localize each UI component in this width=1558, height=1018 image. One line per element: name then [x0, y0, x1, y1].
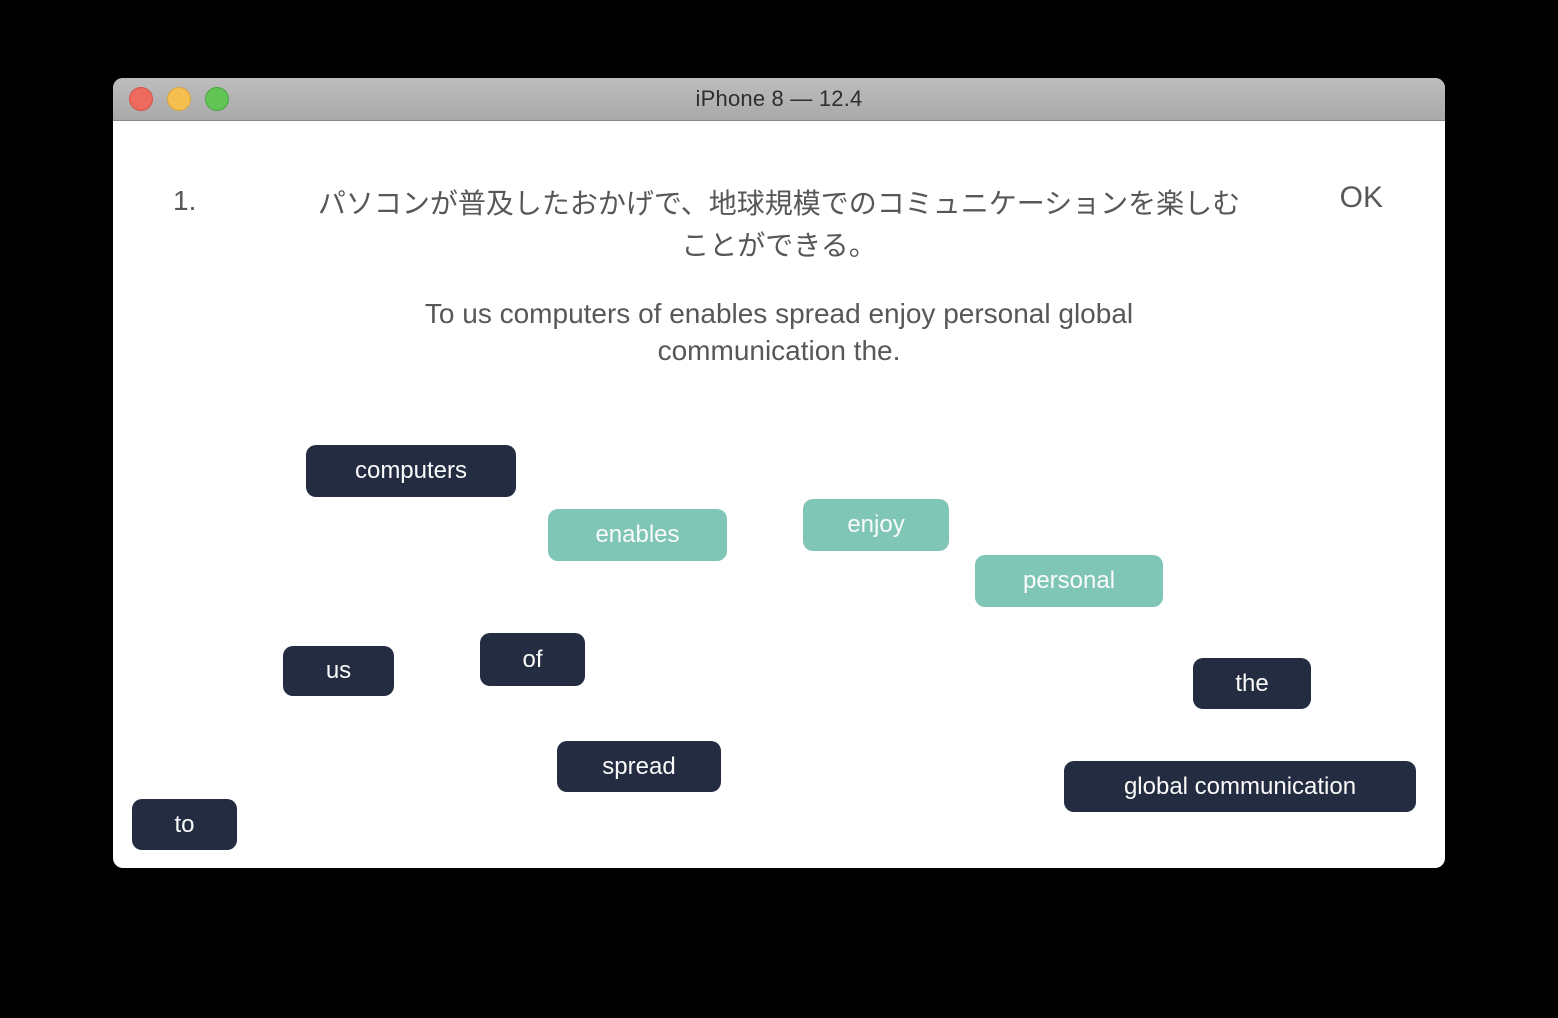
japanese-prompt-line-2: ことができる。: [681, 230, 877, 261]
scrambled-sentence: To us computers of enables spread enjoy …: [113, 295, 1445, 369]
word-chip-of[interactable]: of: [480, 633, 585, 686]
word-chip-enables[interactable]: enables: [548, 509, 727, 561]
question-number: 1.: [173, 185, 197, 216]
word-chip-enjoy[interactable]: enjoy: [803, 499, 949, 551]
word-chip-computers[interactable]: computers: [306, 445, 516, 497]
word-chip-to[interactable]: to: [132, 799, 237, 850]
chips-layer: computers enables enjoy personal us of the spre…: [113, 121, 1445, 868]
japanese-prompt-line-1: パソコンが普及したおかげで、地球規模でのコミュニケーションを楽しむ: [317, 188, 1241, 219]
ok-button[interactable]: OK: [1339, 181, 1383, 214]
scrambled-sentence-line-2: communication the.: [657, 335, 901, 366]
word-chip-the[interactable]: the: [1193, 658, 1311, 709]
question-heading: 1. OK パソコンが普及したおかげで、地球規模でのコミュニケーションを楽しむ …: [113, 121, 1445, 267]
zoom-button[interactable]: [205, 87, 229, 111]
word-chip-spread[interactable]: spread: [557, 741, 721, 792]
traffic-lights: [129, 78, 229, 120]
window-title: iPhone 8 — 12.4: [695, 86, 863, 111]
word-chip-personal[interactable]: personal: [975, 555, 1163, 607]
close-button[interactable]: [129, 87, 153, 111]
simulator-window: iPhone 8 — 12.4 1. OK パソコンが普及したおかげで、地球規模…: [113, 78, 1445, 868]
window-titlebar: iPhone 8 — 12.4: [113, 78, 1445, 121]
app-content: 1. OK パソコンが普及したおかげで、地球規模でのコミュニケーションを楽しむ …: [113, 121, 1445, 868]
scrambled-sentence-line-1: To us computers of enables spread enjoy …: [424, 298, 1134, 329]
japanese-prompt: パソコンが普及したおかげで、地球規模でのコミュニケーションを楽しむ ことができる…: [264, 183, 1294, 267]
minimize-button[interactable]: [167, 87, 191, 111]
word-chip-us[interactable]: us: [283, 646, 394, 696]
word-chip-global-communication[interactable]: global communication: [1064, 761, 1416, 812]
